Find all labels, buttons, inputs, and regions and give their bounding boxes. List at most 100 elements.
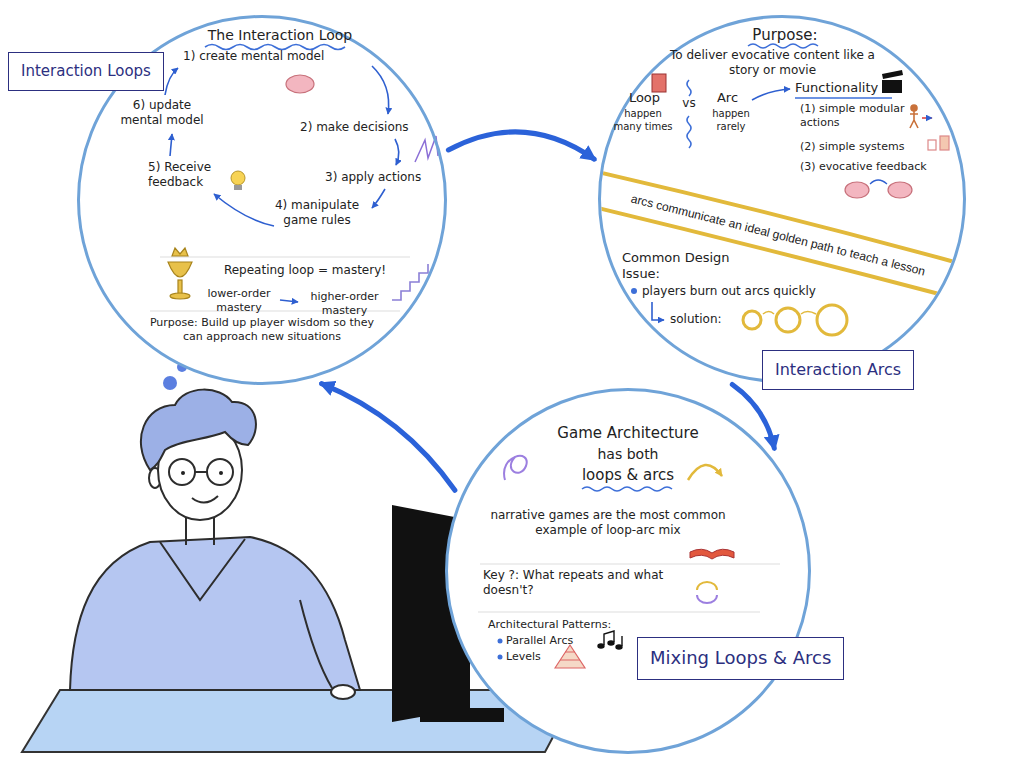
separator-lines — [480, 564, 780, 565]
hook-arrow — [652, 302, 664, 320]
circle-text: Repeating loop = mastery! — [205, 263, 405, 278]
thought-bubbles — [163, 376, 177, 390]
book-icon — [652, 74, 666, 92]
lightbulb-icon — [231, 171, 245, 190]
text-slot: 4) manipulate game rules — [262, 198, 372, 228]
circle-text: loops & arcs — [573, 466, 683, 485]
monitor — [392, 505, 470, 722]
music-notes — [604, 631, 614, 645]
circle-text: Architectural Patterns: — [488, 618, 658, 632]
text-slot: Common Design Issue: — [622, 250, 742, 283]
thought-bubbles — [163, 350, 196, 390]
arc-icon — [688, 465, 722, 480]
person-icon — [910, 111, 918, 128]
bullet — [498, 639, 503, 644]
separator-lines — [150, 257, 780, 612]
desk — [22, 690, 578, 752]
loop-cycle-arrows — [372, 189, 385, 208]
text-slot: happen many times — [612, 108, 674, 133]
circle-text: (3) evocative feedback — [800, 160, 950, 174]
loop-cycle-arrows — [170, 134, 172, 156]
person-icon — [910, 105, 932, 128]
circle-text: narrative games are the most common exam… — [478, 508, 738, 538]
person-icon — [922, 117, 932, 119]
text-slot: vs — [678, 96, 700, 111]
text-slot: players burn out arcs quickly — [642, 284, 862, 299]
text-slot: happen rarely — [705, 108, 757, 133]
golden-path-band — [598, 208, 962, 300]
circle-text: Arc — [705, 90, 750, 106]
music-notes — [616, 645, 622, 649]
solution-circles — [817, 305, 847, 335]
text-slot: 2) make decisions — [300, 120, 430, 135]
chalice-icon — [178, 280, 182, 294]
clapper-icon — [882, 70, 903, 93]
person — [70, 390, 360, 699]
thought-bubbles — [188, 350, 196, 358]
lightbulb-icon — [231, 171, 245, 185]
cycle-icon — [697, 595, 717, 603]
arc-arrow — [752, 89, 790, 100]
clapper-icon — [882, 80, 902, 93]
person — [300, 600, 332, 688]
solution-circles — [763, 312, 816, 315]
flow-arrow — [448, 132, 594, 159]
brain-icon — [870, 180, 887, 184]
music-notes — [621, 636, 622, 646]
circle-text: Levels — [506, 650, 566, 664]
text-slot: Architectural Patterns: — [488, 618, 658, 632]
brain-icon — [888, 182, 912, 198]
label-box: Interaction Arcs — [762, 350, 914, 390]
person — [195, 471, 207, 473]
squiggle-underline — [205, 44, 892, 491]
arc-arrow — [752, 89, 790, 100]
circle-text: 5) Receive feedback — [148, 160, 233, 190]
label-box: Interaction Loops — [8, 52, 164, 91]
circle-text: Key ?: What repeats and what doesn't? — [483, 568, 673, 598]
person — [141, 390, 256, 470]
bullet — [631, 288, 637, 294]
hook-arrow — [652, 302, 664, 320]
flow-arrow — [732, 385, 774, 449]
chalice-icon — [170, 293, 190, 299]
text-slot: 3) apply actions — [325, 170, 445, 185]
loop-cycle-arrows — [372, 66, 389, 114]
systems-icon — [940, 136, 949, 150]
text-slot: (3) evocative feedback — [800, 160, 950, 174]
circle-text: Parallel Arcs — [506, 634, 606, 648]
person — [158, 420, 242, 520]
circle-ground — [599, 16, 965, 382]
section-circle: Purpose:To deliver evocative content lik… — [598, 15, 966, 383]
text-slot: higher-order mastery — [302, 290, 387, 318]
circle-text: higher-order mastery — [302, 290, 387, 318]
pyramid-icon — [555, 645, 585, 668]
book-icon — [690, 549, 734, 559]
systems-icon — [928, 140, 936, 150]
circle-ground — [446, 389, 810, 753]
text-slot: The Interaction Loop — [200, 27, 360, 45]
separator-lines — [160, 257, 410, 258]
box-title: Mixing Loops & Arcs — [650, 647, 831, 670]
squiggle-underline — [582, 487, 672, 491]
circle-text: (2) simple systems — [800, 140, 925, 154]
music-notes — [598, 644, 604, 648]
stairs-icon — [392, 264, 428, 300]
golden-path-band — [598, 172, 962, 300]
scribble-icon — [415, 136, 438, 162]
text-slot: lower-order mastery — [200, 287, 278, 315]
chalice-icon — [172, 248, 188, 256]
label-box: Mixing Loops & Arcs — [637, 637, 844, 680]
text-slot: 5) Receive feedback — [148, 160, 233, 190]
text-slot: Loop — [622, 90, 667, 106]
thought-bubbles — [177, 362, 187, 372]
text-slot: 1) create mental model — [183, 49, 373, 64]
circle-text: Common Design Issue: — [622, 250, 742, 283]
text-slot: Purpose: Build up player wisdom so they … — [147, 316, 377, 344]
monitor — [392, 505, 504, 722]
person — [181, 471, 185, 475]
circle-text: happen many times — [612, 108, 674, 133]
squiggle-underline — [795, 97, 892, 99]
brain-icon — [845, 182, 869, 198]
loop-cycle-arrows — [214, 194, 274, 226]
